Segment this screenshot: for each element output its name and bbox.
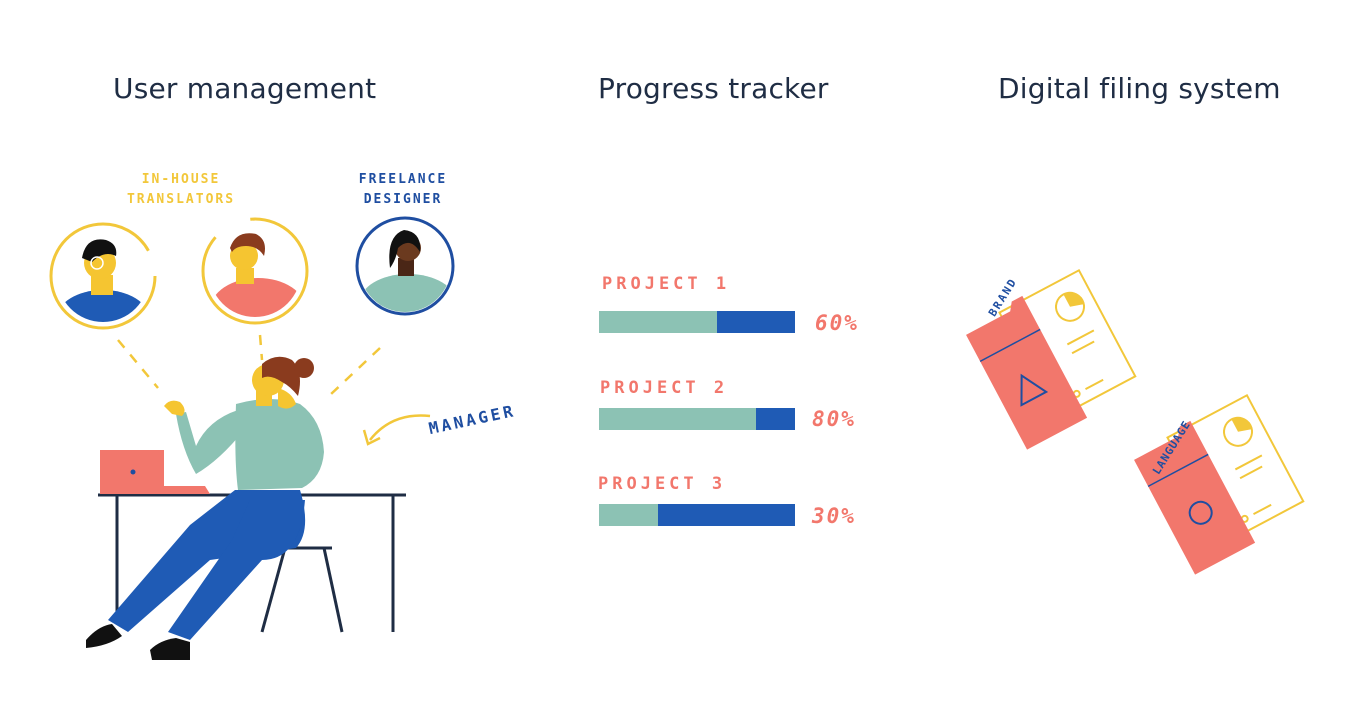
chair xyxy=(260,546,344,633)
freelance-designer-label: FREELANCE DESIGNER xyxy=(348,170,458,210)
project-1-progress-fill xyxy=(716,311,795,333)
in-house-translators-label: IN-HOUSE TRANSLATORS xyxy=(118,170,244,210)
brand-folder xyxy=(966,268,1137,450)
project-1-percent: 60% xyxy=(815,311,859,335)
progress-tracker-heading: Progress tracker xyxy=(598,72,829,105)
circle-icon xyxy=(1188,500,1213,525)
digital-filing-heading: Digital filing system xyxy=(998,72,1281,105)
connector-lines xyxy=(117,334,381,396)
language-folder xyxy=(1134,393,1305,575)
designer-line: DESIGNER xyxy=(363,192,443,207)
project-2-percent: 80% xyxy=(812,407,856,431)
project-2-progress-bar xyxy=(599,408,795,430)
user-management-heading: User management xyxy=(113,72,377,105)
avatar-translator-2 xyxy=(201,217,309,325)
project-3-label: PROJECT 3 xyxy=(598,474,727,494)
in-house-line: IN-HOUSE xyxy=(141,172,221,187)
avatar-translator-1 xyxy=(49,222,157,330)
project-1-label: PROJECT 1 xyxy=(602,274,731,294)
project-2-label: PROJECT 2 xyxy=(600,378,729,398)
project-3-progress-bar xyxy=(599,504,795,526)
laptop-icon xyxy=(100,450,210,494)
freelance-line: FREELANCE xyxy=(358,172,448,187)
triangle-icon xyxy=(1020,373,1049,407)
project-3-percent: 30% xyxy=(812,504,856,528)
avatar-freelance-designer xyxy=(355,216,455,316)
project-1-progress-bar xyxy=(599,311,795,333)
project-2-progress-fill xyxy=(755,408,795,430)
project-3-progress-fill xyxy=(657,504,795,526)
manager-figure xyxy=(86,356,324,660)
translators-line: TRANSLATORS xyxy=(126,192,236,207)
arrow-icon xyxy=(362,414,431,446)
